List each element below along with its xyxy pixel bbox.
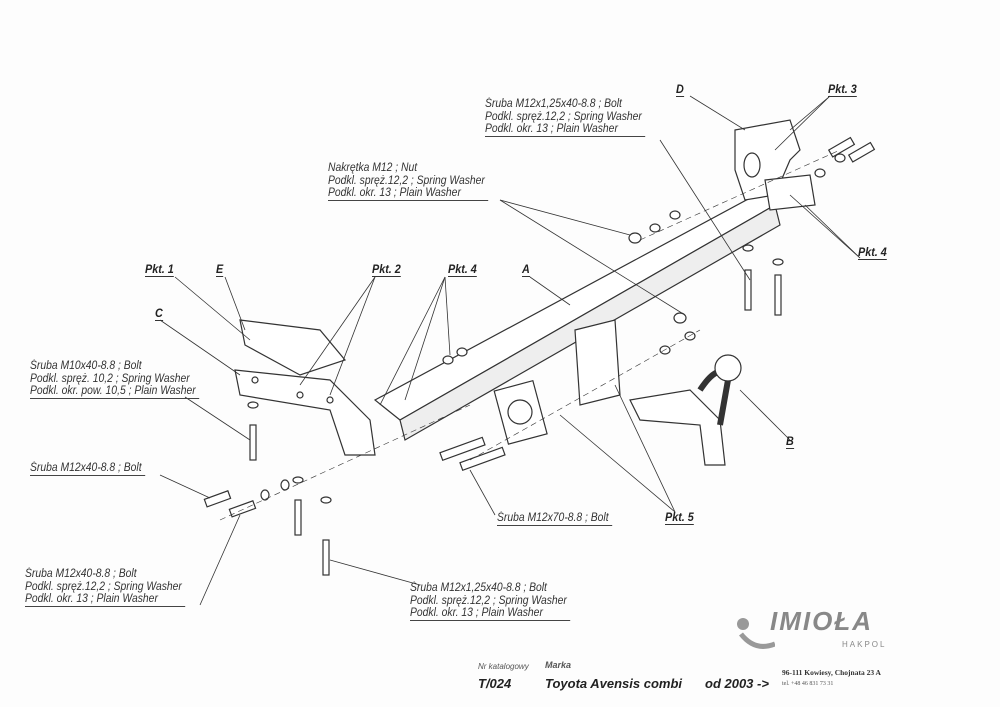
- label-pkt4-right: Pkt. 4: [858, 245, 887, 260]
- callout-line: Śruba M10x40-8.8 ; Bolt: [30, 360, 142, 372]
- callout-line: Nakrętka M12 ; Nut: [328, 162, 418, 174]
- label-pkt2: Pkt. 2: [372, 262, 401, 277]
- model-year: od 2003 ->: [705, 676, 769, 691]
- vehicle-model: Toyota Avensis combi: [545, 676, 683, 691]
- callout-nut: Nakrętka M12 ; Nut Podkl. spręż.12,2 ; S…: [328, 162, 489, 201]
- callout-m12-bolt: Śruba M12x40-8.8 ; Bolt: [30, 462, 146, 476]
- callout-line: Śruba M12x40-8.8 ; Bolt: [30, 462, 142, 474]
- label-pkt4-mid: Pkt. 4: [448, 262, 477, 277]
- callout-line: Śruba M12x1,25x40-8.8 ; Bolt: [410, 582, 547, 594]
- callout-line: Podkl. okr. 13 ; Plain Washer: [410, 607, 543, 619]
- label-a: A: [522, 262, 530, 277]
- catalog-number-label: Nr katalogowy: [478, 662, 529, 671]
- callout-m10-bolt: Śruba M10x40-8.8 ; Bolt Podkl. spręż. 10…: [30, 360, 200, 399]
- callout-bottom-bolt: Śruba M12x1,25x40-8.8 ; Bolt Podkl. sprę…: [410, 582, 571, 621]
- callout-line: Podkl. okr. 13 ; Plain Washer: [25, 593, 158, 605]
- callout-top-bolt: Śruba M12x1,25x40-8.8 ; Bolt Podkl. sprę…: [485, 98, 646, 137]
- bracket-c: [234, 319, 376, 456]
- label-c: C: [155, 306, 163, 321]
- company-phone: tel. +48 46 831 73 31: [782, 681, 834, 687]
- callout-line: Podkl. spręż.12,2 ; Spring Washer: [410, 594, 567, 607]
- tow-ball-b: [574, 319, 742, 466]
- brand-label: Marka: [545, 660, 572, 670]
- callout-line: Podkl. spręż.12,2 ; Spring Washer: [485, 110, 642, 123]
- logo-text: IMIOŁA: [770, 606, 873, 636]
- callout-line: Podkl. okr. pow. 10,5 ; Plain Washer: [30, 385, 196, 397]
- label-e: E: [216, 262, 224, 277]
- callout-line: Podkl. spręż. 10,2 ; Spring Washer: [30, 372, 190, 385]
- callout-m12x70-bolt: Śruba M12x70-8.8 ; Bolt: [497, 512, 613, 526]
- fasteners: [203, 136, 876, 576]
- catalog-number: T/024: [478, 676, 512, 691]
- callout-m12-lower: Śruba M12x40-8.8 ; Bolt Podkl. spręż.12,…: [25, 568, 186, 607]
- label-b: B: [786, 434, 794, 449]
- callout-line: Śruba M12x40-8.8 ; Bolt: [25, 568, 137, 580]
- axis-lines: [219, 149, 841, 521]
- leader-lines: [159, 95, 861, 606]
- socket-plate: [493, 379, 548, 445]
- callout-line: Śruba M12x70-8.8 ; Bolt: [497, 512, 609, 524]
- label-pkt3: Pkt. 3: [828, 82, 857, 97]
- imiola-logo-swoosh: [737, 618, 775, 649]
- callout-line: Śruba M12x1,25x40-8.8 ; Bolt: [485, 98, 622, 110]
- label-pkt5: Pkt. 5: [665, 510, 694, 525]
- callout-line: Podkl. okr. 13 ; Plain Washer: [328, 187, 461, 199]
- company-address: 96-111 Kowiesy, Chojnata 23 A: [782, 668, 881, 677]
- label-pkt1: Pkt. 1: [145, 262, 174, 277]
- callout-line: Podkl. spręż.12,2 ; Spring Washer: [328, 174, 485, 187]
- bracket-d: [734, 119, 816, 211]
- callout-line: Podkl. spręż.12,2 ; Spring Washer: [25, 580, 182, 593]
- logo-subtitle: HAKPOL: [842, 640, 887, 649]
- label-d: D: [676, 82, 684, 97]
- callout-line: Podkl. okr. 13 ; Plain Washer: [485, 123, 618, 135]
